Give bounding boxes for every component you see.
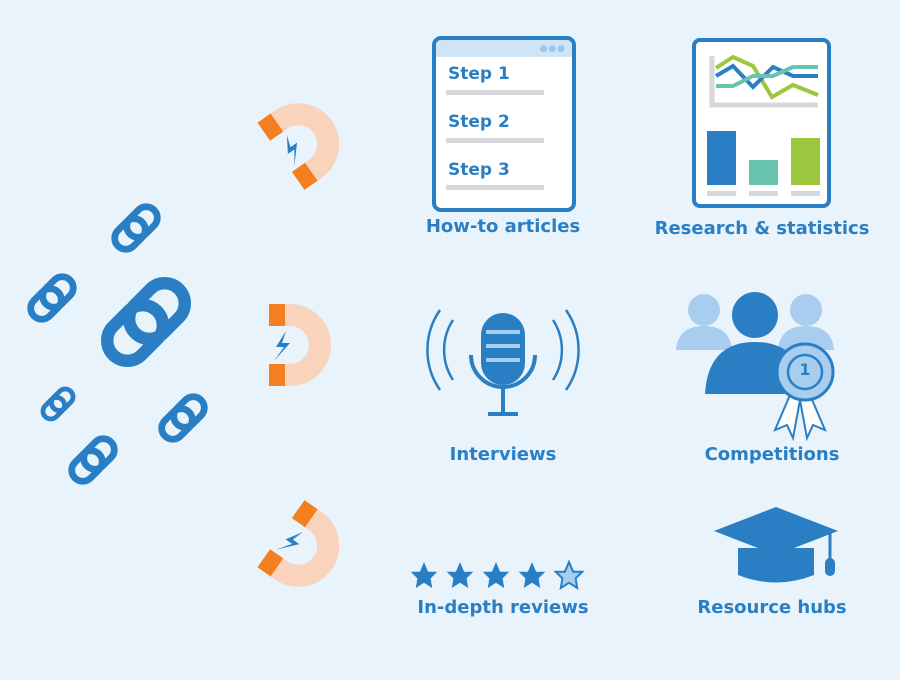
label-reviews: In-depth reviews — [417, 597, 589, 618]
research-chart-icon — [692, 38, 831, 208]
star-icon — [482, 562, 510, 588]
magnet-icon — [257, 93, 346, 189]
chain-link-icon-large — [99, 275, 193, 369]
step-text: Step 3 — [448, 160, 510, 180]
star-icon — [446, 562, 474, 588]
window-dots-icon: ●●● — [539, 44, 566, 54]
label-interviews: Interviews — [449, 444, 557, 465]
chain-link-icon — [157, 392, 209, 444]
chain-link-icon — [67, 434, 119, 486]
text-line — [446, 90, 544, 95]
howto-article-card: ●●● Step 1 Step 2 Step 3 — [432, 36, 576, 212]
chain-link-icon — [110, 202, 162, 254]
label-resources: Resource hubs — [697, 597, 847, 618]
label-competitions: Competitions — [704, 444, 840, 465]
star-icon — [410, 562, 438, 588]
microphone-icon — [426, 309, 580, 416]
rating-stars — [410, 561, 584, 589]
label-research: Research & statistics — [654, 218, 870, 239]
chain-link-icon — [40, 386, 76, 422]
step-text: Step 2 — [448, 112, 510, 132]
star-icon — [518, 562, 546, 588]
chain-link-icon — [26, 272, 78, 324]
text-line — [446, 185, 544, 190]
window-header: ●●● — [436, 40, 572, 57]
star-half-icon — [554, 561, 584, 589]
ribbon-number: 1 — [799, 360, 811, 379]
step-text: Step 1 — [448, 64, 510, 84]
magnet-icon — [269, 304, 320, 386]
magnet-icon — [257, 500, 346, 596]
graduation-cap-icon — [714, 507, 838, 583]
label-howto: How-to articles — [425, 216, 581, 237]
competition-winner-icon — [676, 292, 835, 442]
text-line — [446, 138, 544, 143]
